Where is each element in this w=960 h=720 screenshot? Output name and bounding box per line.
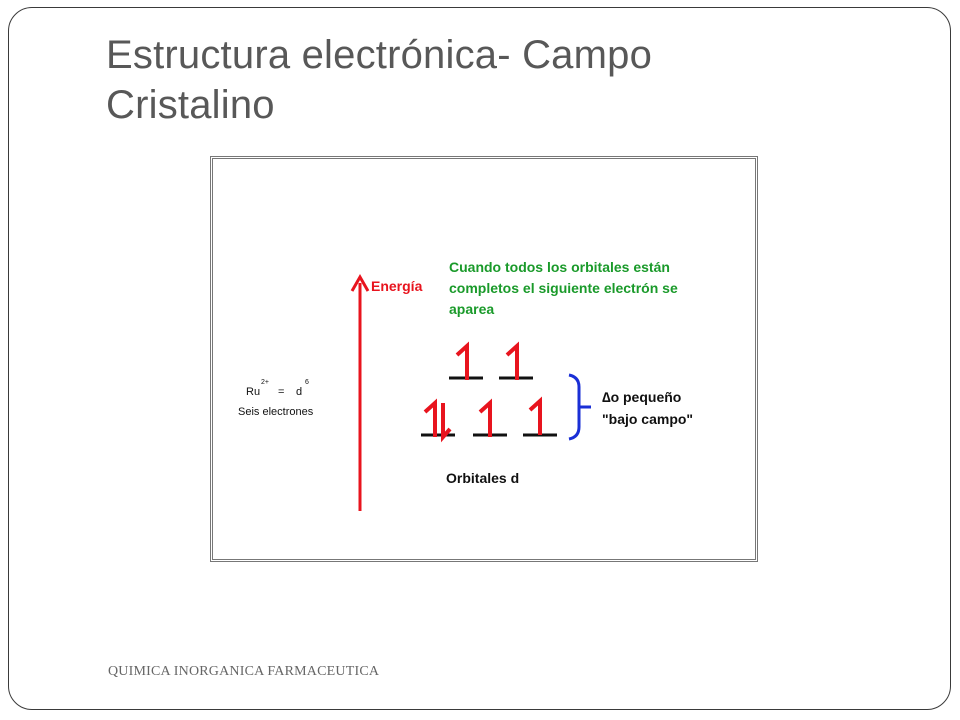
slide-title-line-1: Estructura electrónica- Campo	[106, 33, 653, 77]
note-line-3: aparea	[449, 301, 494, 317]
ion-charge: 2+	[261, 379, 269, 386]
electron-count-text: Seis electrones	[238, 406, 314, 418]
equals-sign: =	[278, 386, 284, 398]
config-symbol: d	[296, 386, 302, 398]
slide-title-line-2: Cristalino	[106, 83, 275, 127]
ion-symbol: Ru	[246, 386, 260, 398]
electron-spin-up-lower-1	[423, 398, 437, 437]
slide-title: Estructura electrónica- Campo Cristalino	[106, 30, 866, 130]
crystal-field-diagram: Energía Cuando todos los orbitales están…	[210, 156, 758, 562]
electron-spin-up-upper-1	[455, 341, 469, 380]
note-line-1: Cuando todos los orbitales están	[449, 259, 670, 275]
note-line-2: completos el siguiente electrón se	[449, 280, 678, 296]
electron-spin-up-lower-2	[478, 398, 492, 437]
electron-spin-up-upper-2	[505, 341, 519, 380]
delta-label-line-2: "bajo campo"	[602, 411, 693, 427]
crystal-field-diagram-svg: Energía Cuando todos los orbitales están…	[238, 259, 693, 511]
energy-axis-arrowhead	[350, 273, 370, 292]
delta-bracket	[568, 373, 591, 441]
electron-spin-up-lower-3	[528, 396, 542, 435]
slide-footer: QUIMICA INORGANICA FARMACEUTICA	[108, 664, 380, 679]
orbitals-label: Orbitales d	[446, 470, 519, 486]
electron-spin-down-lower-1	[441, 403, 452, 443]
delta-label-line-1: ∆o pequeño	[602, 389, 681, 405]
energy-label: Energía	[371, 278, 423, 294]
config-exponent: 6	[305, 379, 309, 386]
